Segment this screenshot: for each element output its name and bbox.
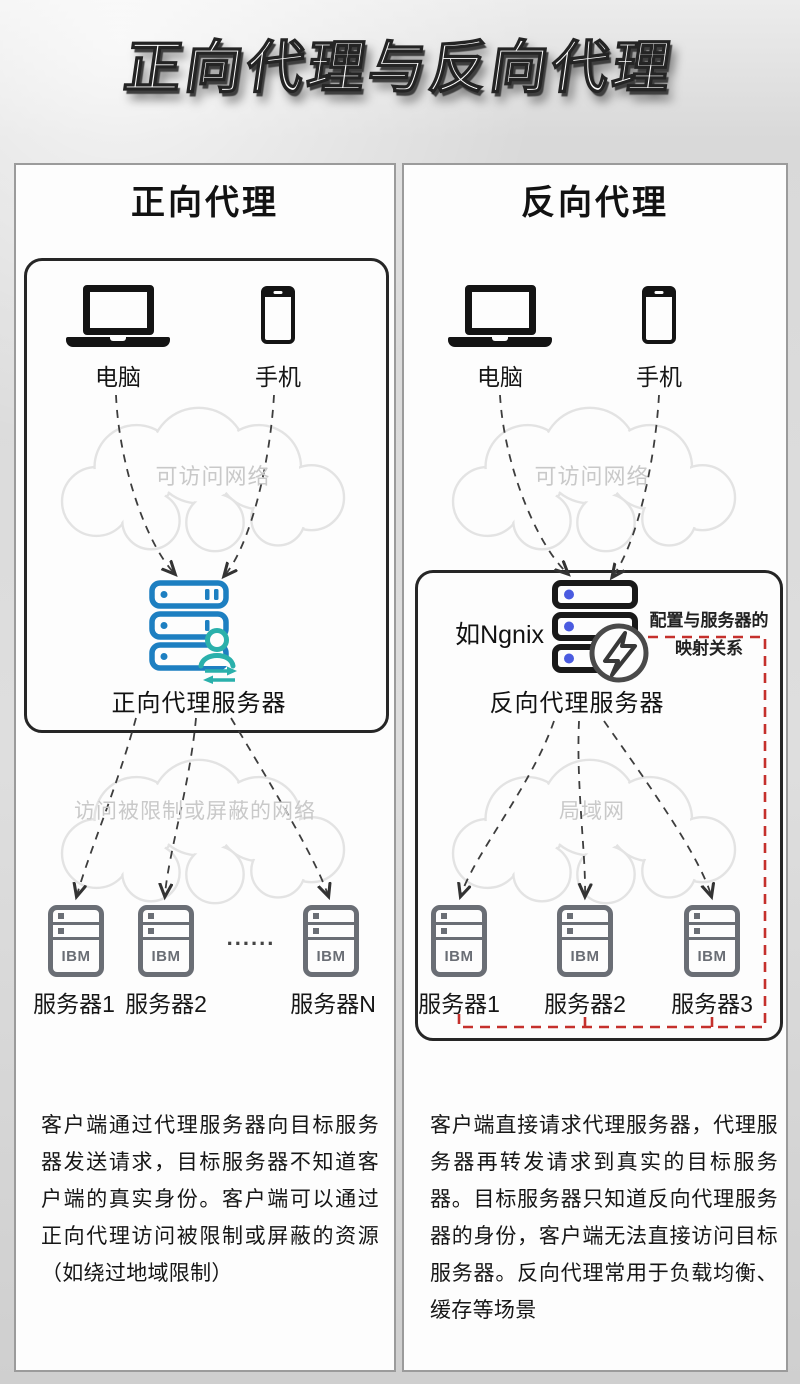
forward-panel-title: 正向代理 [131, 184, 279, 222]
phone-label: 手机 [636, 364, 682, 390]
server-icon: IBM [684, 905, 740, 977]
server-brand: IBM [697, 947, 727, 965]
server-label: 服务器3 [671, 991, 753, 1017]
pc-label: 电脑 [477, 364, 523, 390]
cloud-label-accessible-network: 可访问网络 [534, 464, 650, 489]
cloud-shape-restricted-network [60, 758, 346, 905]
server-label: 服务器N [290, 991, 376, 1017]
server-icon: IBM [48, 905, 104, 977]
exchange-arrows-icon [203, 666, 237, 684]
forward-proxy-description: 客户端通过代理服务器向目标服务器发送请求，目标服务器不知道客户端的真实身份。客户… [41, 1114, 379, 1285]
forward-proxy-server-icon [149, 580, 237, 684]
server-icon: IBM [138, 905, 194, 977]
cloud-label-lan: 局域网 [559, 800, 625, 823]
server-label: 服务器2 [544, 991, 626, 1017]
server-brand: IBM [570, 947, 600, 965]
user-icon [205, 628, 229, 652]
server-label: 服务器1 [33, 991, 115, 1017]
server-icon: IBM [303, 905, 359, 977]
server-label: 服务器1 [418, 991, 500, 1017]
server-brand: IBM [316, 947, 346, 965]
reverse-panel-title: 反向代理 [521, 184, 669, 222]
server-brand: IBM [444, 947, 474, 965]
reverse-proxy-description: 客户端直接请求代理服务器，代理服务器再转发请求到真实的目标服务器。目标服务器只知… [430, 1114, 778, 1322]
reverse-proxy-server-label: 反向代理服务器 [489, 690, 665, 717]
server-label: 服务器2 [125, 991, 207, 1017]
proxy-engine-label: 如Ngnix [455, 621, 544, 649]
smartphone-icon [642, 286, 676, 344]
pc-label: 电脑 [95, 364, 141, 390]
cloud-label-restricted-network: 访问被限制或屏蔽的网络 [74, 800, 316, 823]
server-brand: IBM [61, 947, 91, 965]
mapping-note: 配置与服务器的 映射关系 [647, 607, 771, 663]
server-icon: IBM [431, 905, 487, 977]
reverse-proxy-panel: 反向代理 电脑 手机 可访问网络 如Ngnix [402, 163, 788, 1372]
mapping-note-line2: 映射关系 [675, 639, 743, 658]
laptop-icon [66, 285, 170, 347]
server-brand: IBM [151, 947, 181, 965]
server-icon: IBM [557, 905, 613, 977]
mapping-note-line1: 配置与服务器的 [649, 611, 769, 630]
servers-ellipsis: ...... [226, 925, 276, 950]
smartphone-icon [261, 286, 295, 344]
page-title: 正向代理与反向代理 [120, 35, 679, 101]
phone-label: 手机 [255, 364, 301, 390]
laptop-icon [448, 285, 552, 347]
reverse-proxy-zone-box [415, 570, 783, 1041]
cloud-label-accessible-network: 可访问网络 [155, 464, 271, 489]
forward-client-zone-box [24, 258, 389, 733]
forward-proxy-panel: 正向代理 电脑 手机 可访问网络 [14, 163, 396, 1372]
lightning-icon [589, 623, 649, 683]
forward-proxy-server-label: 正向代理服务器 [111, 690, 287, 717]
